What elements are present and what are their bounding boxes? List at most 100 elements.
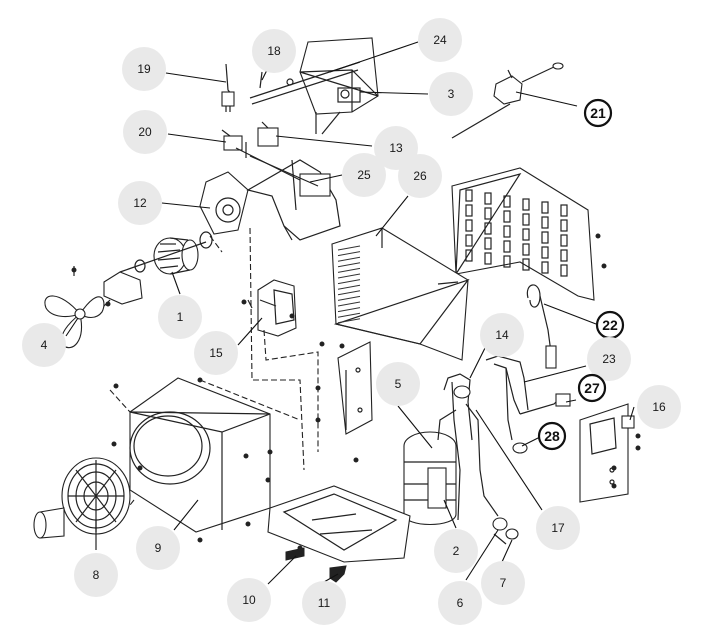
coil-slot [560,249,568,262]
screw [241,299,247,305]
callout-circle [227,578,271,622]
leader-22 [543,303,597,325]
coil-slot [465,234,473,247]
coil-slot [484,237,492,250]
callout-label: 7 [500,576,507,590]
callout-label: 11 [318,596,331,610]
side-panel-part [579,403,635,503]
screw [289,313,295,319]
coil-fin [337,301,361,307]
leader-25 [309,174,343,183]
screw [265,477,271,483]
sensor-wire [451,103,511,139]
screw [113,383,119,389]
screw [635,433,641,439]
callout-label: 9 [155,541,162,555]
coil-slot [503,210,511,223]
callout-label: 8 [93,568,100,582]
callout-label: 27 [584,380,600,396]
leader-21 [515,91,578,107]
coil-fin [337,256,361,262]
coil-fin [337,284,361,290]
leader-15 [237,317,263,346]
screw [595,233,601,239]
leader-3 [359,91,429,95]
coil-slot [503,225,511,238]
callout-label: 20 [138,125,152,139]
callout-24: 24 [418,18,462,62]
coil-slot [560,234,568,247]
coil-fin [337,251,361,257]
callout-circle [536,506,580,550]
coil-slot [484,192,492,205]
callout-26: 26 [398,154,442,198]
leader-4 [65,317,79,337]
motor-bracket-part [199,147,341,241]
callout-label: 22 [602,317,618,333]
callout-circle [342,153,386,197]
coil-slot [522,213,530,226]
callout-circle [577,373,607,403]
coil-slot [484,222,492,235]
coil-slot [484,207,492,220]
callout-circle [583,98,613,128]
relay-part [221,121,279,158]
coil-slot [522,258,530,271]
callout-21: 21 [583,98,613,128]
callout-label: 12 [133,196,147,210]
screw [339,343,345,349]
coil-slot [465,219,473,232]
callout-circle [376,362,420,406]
screw [319,341,325,347]
coil-fin [337,290,361,296]
callout-circle [434,529,478,573]
callout-label: 23 [602,352,616,366]
callout-circle [418,18,462,62]
callout-label: 5 [395,377,402,391]
leader-24 [329,41,419,73]
callout-7: 7 [481,561,525,605]
callout-label: 10 [242,593,256,607]
callout-circle [637,385,681,429]
callout-label: 4 [41,338,48,352]
callout-14: 14 [480,313,524,357]
screw [267,449,273,455]
callout-6: 6 [438,581,482,625]
screw [611,465,617,471]
condenser-coil-part [451,167,595,301]
leader-1 [171,271,181,295]
callout-15: 15 [194,331,238,375]
coil-slot [560,264,568,277]
coil-block-part [331,227,470,361]
screw [635,445,641,451]
screw [297,545,303,551]
screw [197,377,203,383]
callout-circle [587,337,631,381]
coil-fin [337,279,361,285]
coil-slot [541,246,549,259]
callout-23: 23 [587,337,631,381]
callout-circle [481,561,525,605]
callout-circle [429,72,473,116]
callout-circle [74,553,118,597]
callout-circle [398,154,442,198]
terminal-block-part [247,279,297,337]
callout-label: 3 [448,87,455,101]
coil-slot [465,249,473,262]
coil-slot [522,228,530,241]
fan-guard-part [33,457,131,539]
screw [315,417,321,423]
coil-slot [560,219,568,232]
callout-22: 22 [595,310,625,340]
leader-17 [475,409,543,511]
wire-path [209,227,319,471]
coil-slot [560,204,568,217]
partition-panel-part [337,341,373,435]
callout-19: 19 [122,47,166,91]
service-valve-part [492,442,528,545]
leader-27 [565,399,577,403]
callout-circle [480,313,524,357]
coil-slot [503,240,511,253]
callout-12: 12 [118,181,162,225]
